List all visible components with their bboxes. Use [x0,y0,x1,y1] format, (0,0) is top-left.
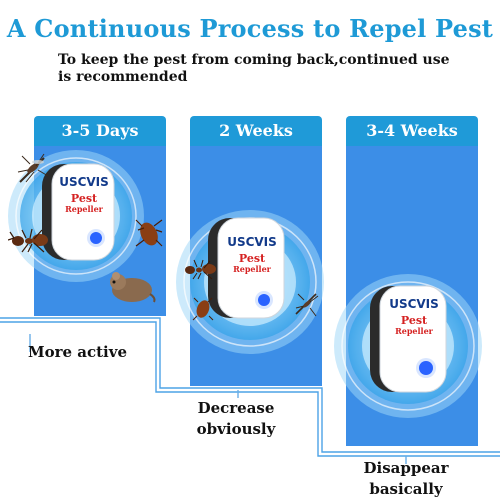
stage-label-3: 3-4 Weeks [346,116,478,146]
device-product-line1-2: Pest [239,252,266,265]
page-title: A Continuous Process to Repel Pest [6,14,494,43]
mouse-icon [110,272,156,303]
outcome-pointers [29,334,407,464]
step-connector-line [0,317,500,457]
outcome-text-3: Disappear basically [363,459,449,498]
device-product-line2-3: Repeller [395,326,434,336]
stage-label-1: 3-5 Days [34,116,166,146]
cockroach-icon-1 [135,219,163,247]
led-indicator-2 [258,294,270,306]
mosquito-icon [17,153,49,183]
outcome-text-2: Decrease obviously [196,399,276,438]
device-brand-1: USCVIS [59,175,109,189]
outcome-text-1: More active [28,343,128,361]
pest-repeller-device-2: USCVIS Pest Repeller [208,217,285,319]
pest-repeller-device-3: USCVIS Pest Repeller [370,285,447,393]
ant-icon-2 [185,259,216,280]
ant-icon-1 [8,228,48,253]
device-brand-2: USCVIS [227,235,277,249]
mosquito-icon-2 [295,293,319,317]
stage-label-2: 2 Weeks [190,116,322,146]
pest-repeller-device-1: USCVIS Pest Repeller [42,163,115,261]
led-indicator-1 [90,232,102,244]
cockroach-icon-2 [192,297,214,321]
device-product-line2-2: Repeller [233,264,272,274]
device-brand-3: USCVIS [389,297,439,311]
device-product-line1-1: Pest [71,192,98,205]
device-product-line2-1: Repeller [65,204,104,214]
led-indicator-3 [419,361,433,375]
device-product-line1-3: Pest [401,314,428,327]
page-subtitle: To keep the pest from coming back,contin… [58,52,450,85]
